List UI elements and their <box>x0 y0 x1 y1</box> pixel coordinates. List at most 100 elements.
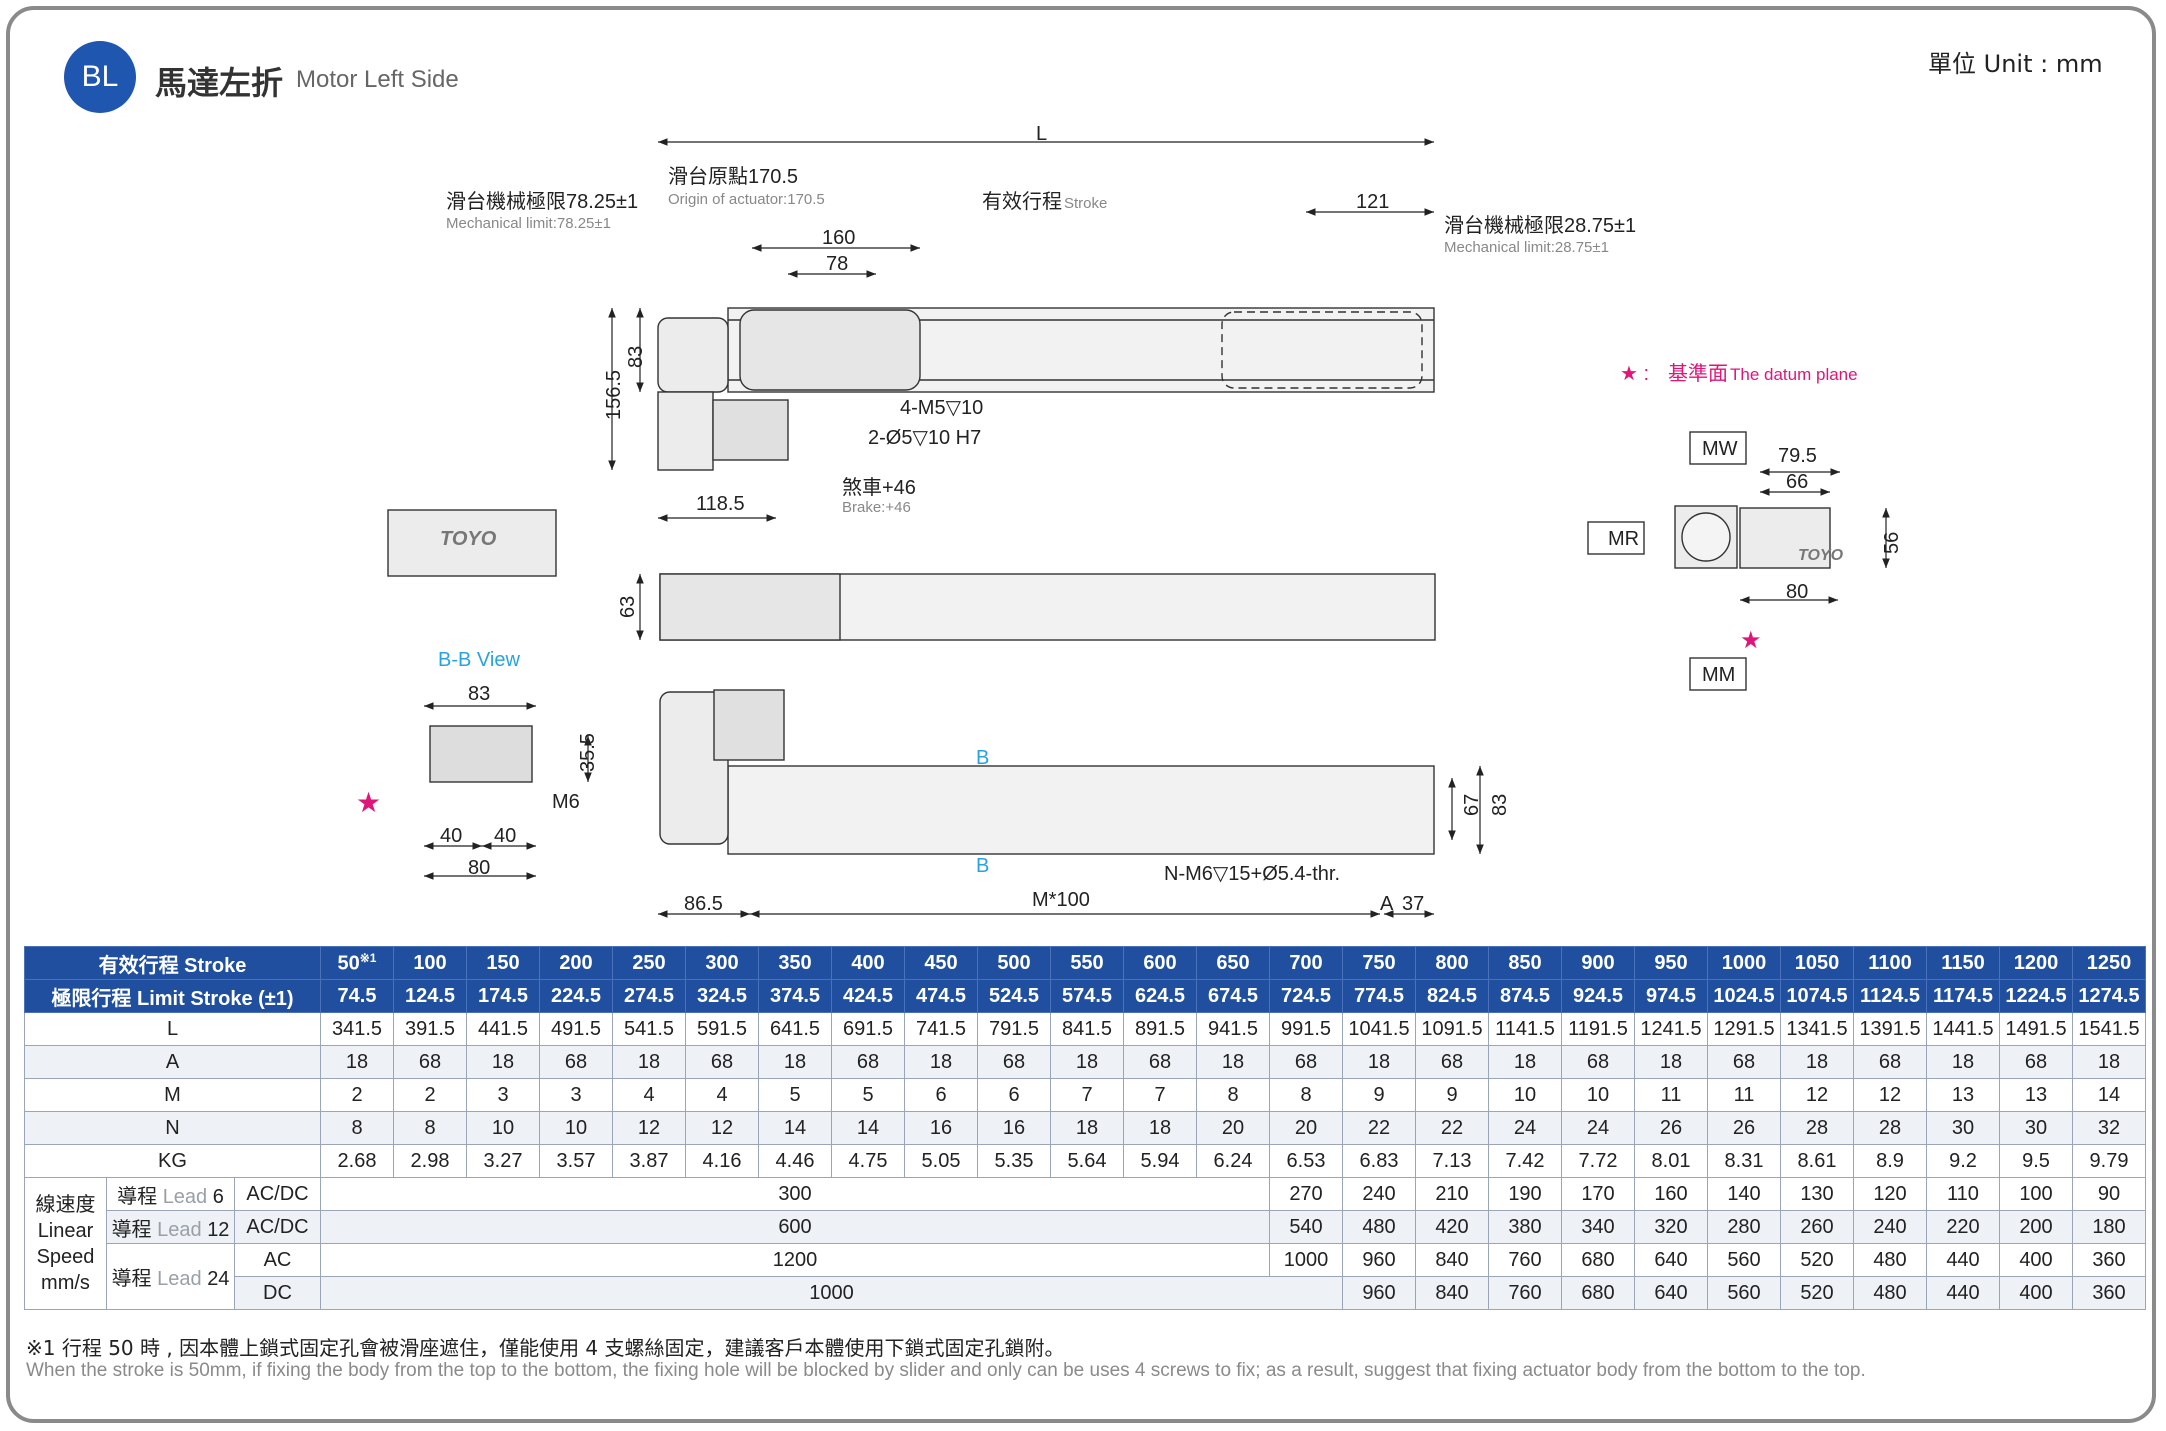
dim-78: 78 <box>826 253 848 275</box>
speed-common: 600 <box>320 1210 1270 1244</box>
limit-cell: 1124.5 <box>1853 979 1927 1013</box>
stroke-cell: 500 <box>977 946 1051 980</box>
footnote-zh: ※1 行程 50 時 , 因本體上鎖式固定孔會被滑座遮住，僅能使用 4 支螺絲固… <box>26 1336 1065 1360</box>
table-cell: 8.9 <box>1853 1144 1927 1178</box>
table-cell: 10 <box>466 1111 540 1145</box>
table-cell: 3 <box>466 1078 540 1112</box>
speed-cell: 520 <box>1780 1243 1854 1277</box>
stroke-cell: 1000 <box>1707 946 1781 980</box>
stroke-en: Stroke <box>1064 195 1107 212</box>
speed-cell: 420 <box>1415 1210 1489 1244</box>
table-cell: 891.5 <box>1123 1012 1197 1046</box>
lead-value: 6 <box>212 1185 224 1208</box>
table-cell: 68 <box>1707 1045 1781 1079</box>
table-cell: 68 <box>685 1045 759 1079</box>
speed-cell: 260 <box>1780 1210 1854 1244</box>
speed-cell: 840 <box>1415 1276 1489 1310</box>
table-cell: 591.5 <box>685 1012 759 1046</box>
table-cell: 5 <box>758 1078 832 1112</box>
stroke-cell: 900 <box>1561 946 1635 980</box>
table-cell: 1341.5 <box>1780 1012 1854 1046</box>
table-cell: 791.5 <box>977 1012 1051 1046</box>
table-cell: 7.13 <box>1415 1144 1489 1178</box>
mm-label: MM <box>1702 664 1735 686</box>
dim-63: 63 <box>617 596 639 618</box>
table-cell: 5 <box>831 1078 905 1112</box>
limit-cell: 774.5 <box>1342 979 1416 1013</box>
limit-cell: 274.5 <box>612 979 686 1013</box>
table-cell: 13 <box>1999 1078 2073 1112</box>
speed-cell: 110 <box>1926 1177 2000 1211</box>
limit-cell: 174.5 <box>466 979 540 1013</box>
stroke-cell-first: 50※1 <box>320 946 394 980</box>
table-cell: 16 <box>904 1111 978 1145</box>
slider-block <box>739 309 921 391</box>
table-cell: 18 <box>1634 1045 1708 1079</box>
table-cell: 68 <box>1123 1045 1197 1079</box>
speed-cell: 160 <box>1634 1177 1708 1211</box>
limit-cell: 224.5 <box>539 979 613 1013</box>
stroke-cell: 650 <box>1196 946 1270 980</box>
speed-cell: 240 <box>1853 1210 1927 1244</box>
speed-cell: 90 <box>2072 1177 2146 1211</box>
limit-cell: 424.5 <box>831 979 905 1013</box>
limit-cell: 1274.5 <box>2072 979 2146 1013</box>
table-cell: 18 <box>1926 1045 2000 1079</box>
table-cell: 1141.5 <box>1488 1012 1562 1046</box>
table-cell: 12 <box>1853 1078 1927 1112</box>
limit-cell: 724.5 <box>1269 979 1343 1013</box>
dim-56: 56 <box>1881 532 1903 554</box>
table-cell: 9 <box>1342 1078 1416 1112</box>
technical-drawing: L 滑台原點170.5 滑台機械極限78.25±1 滑台機械極限28.75±1 … <box>356 123 1903 918</box>
stroke-cell: 100 <box>393 946 467 980</box>
bb-view-label: B-B View <box>438 649 520 671</box>
stroke-cell: 450 <box>904 946 978 980</box>
brake-zh: 煞車+46 <box>842 476 916 499</box>
datum-en: The datum plane <box>1730 365 1858 384</box>
speed-cell: 540 <box>1269 1210 1343 1244</box>
stroke-cell: 750 <box>1342 946 1416 980</box>
table-cell: 22 <box>1342 1111 1416 1145</box>
speed-cell: 440 <box>1926 1243 2000 1277</box>
dim-m100: M*100 <box>1032 889 1090 911</box>
table-cell: 68 <box>977 1045 1051 1079</box>
speed-cell: 400 <box>1999 1276 2073 1310</box>
table-cell: 8.01 <box>1634 1144 1708 1178</box>
speed-cell: 180 <box>2072 1210 2146 1244</box>
stroke-cell: 1200 <box>1999 946 2073 980</box>
speed-cell: 960 <box>1342 1243 1416 1277</box>
bb-83: 83 <box>468 683 490 705</box>
speed-cell: 480 <box>1853 1276 1927 1310</box>
speed-cell: 840 <box>1415 1243 1489 1277</box>
stroke-cell: 600 <box>1123 946 1197 980</box>
datum-prefix: ★ : <box>1620 363 1649 385</box>
stroke-cell: 150 <box>466 946 540 980</box>
stroke-note-mark: ※1 <box>359 950 377 965</box>
dim-37: 37 <box>1402 893 1424 915</box>
table-cell: 18 <box>2072 1045 2146 1079</box>
table-cell: 4.46 <box>758 1144 832 1178</box>
table-cell: 6.83 <box>1342 1144 1416 1178</box>
table-cell: 6.24 <box>1196 1144 1270 1178</box>
mech-left-zh: 滑台機械極限78.25±1 <box>446 190 638 213</box>
table-cell: 7.72 <box>1561 1144 1635 1178</box>
speed-cell: 960 <box>1342 1276 1416 1310</box>
table-cell: 441.5 <box>466 1012 540 1046</box>
table-cell: 68 <box>393 1045 467 1079</box>
limit-cell: 1174.5 <box>1926 979 2000 1013</box>
dim-160: 160 <box>822 227 855 249</box>
table-cell: 1041.5 <box>1342 1012 1416 1046</box>
limit-cell: 524.5 <box>977 979 1051 1013</box>
table-cell: 4.75 <box>831 1144 905 1178</box>
datum-star-end: ★ <box>1740 627 1762 654</box>
speed-cell: 240 <box>1342 1177 1416 1211</box>
limit-cell: 124.5 <box>393 979 467 1013</box>
title-en: Motor Left Side <box>296 66 459 93</box>
table-cell: 1191.5 <box>1561 1012 1635 1046</box>
stroke-cell: 300 <box>685 946 759 980</box>
table-cell: 18 <box>1050 1045 1124 1079</box>
limit-cell: 474.5 <box>904 979 978 1013</box>
table-cell: 1091.5 <box>1415 1012 1489 1046</box>
dim-83: 83 <box>625 346 647 368</box>
